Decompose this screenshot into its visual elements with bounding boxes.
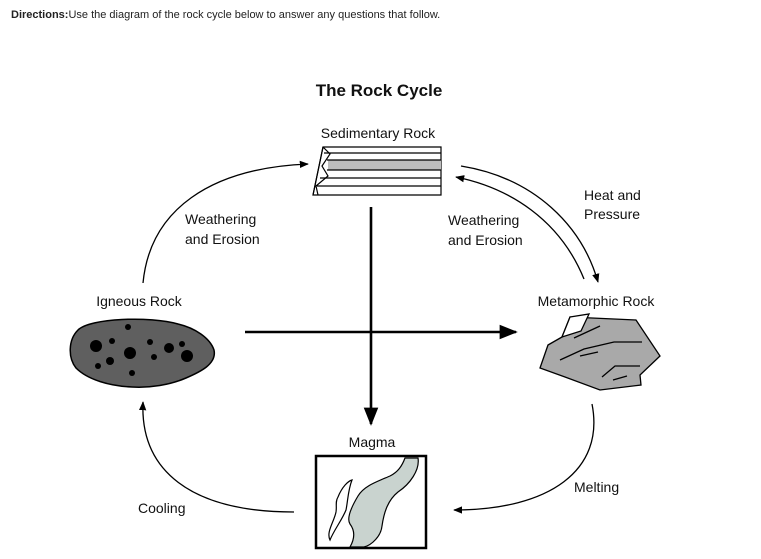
cross-arrows: [245, 207, 518, 426]
magma-icon: [314, 454, 428, 550]
directions-label: Directions:: [11, 9, 69, 21]
directions: Directions:Use the diagram of the rock c…: [11, 9, 440, 21]
metamorphic-rock-label: Metamorphic Rock: [538, 293, 656, 309]
sedimentary-to-metamorphic-arrow: [460, 165, 600, 283]
weathering-erosion-left-line2: and Erosion: [185, 231, 260, 247]
igneous-to-sedimentary-arrow: [142, 160, 309, 284]
cooling-label: Cooling: [138, 500, 185, 516]
heat-pressure-label: Heat and Pressure: [584, 187, 645, 222]
diagram-title: The Rock Cycle: [316, 81, 443, 100]
magma-label: Magma: [349, 434, 396, 450]
melting-label: Melting: [574, 479, 619, 495]
igneous-rock-label: Igneous Rock: [96, 293, 183, 309]
metamorphic-rock-icon: [539, 313, 661, 391]
metamorphic-to-sedimentary-arrow: [455, 175, 585, 280]
sedimentary-rock-icon: [312, 146, 442, 196]
weathering-erosion-left-line1: Weathering: [185, 211, 256, 227]
heat-pressure-line1: Heat and: [584, 187, 641, 203]
cycle-arrows: [139, 160, 600, 514]
directions-text: Use the diagram of the rock cycle below …: [68, 9, 441, 21]
igneous-rock-icon: [69, 318, 215, 388]
metamorphic-to-magma-arrow: [453, 403, 595, 514]
weathering-erosion-right-line1: Weathering: [448, 212, 519, 228]
magma-to-igneous-arrow: [139, 401, 295, 513]
heat-pressure-line2: Pressure: [584, 206, 640, 222]
weathering-erosion-left-label: Weathering and Erosion: [185, 211, 260, 247]
weathering-erosion-right-label: Weathering and Erosion: [448, 212, 523, 248]
sedimentary-rock-label: Sedimentary Rock: [321, 125, 436, 141]
weathering-erosion-right-line2: and Erosion: [448, 232, 523, 248]
